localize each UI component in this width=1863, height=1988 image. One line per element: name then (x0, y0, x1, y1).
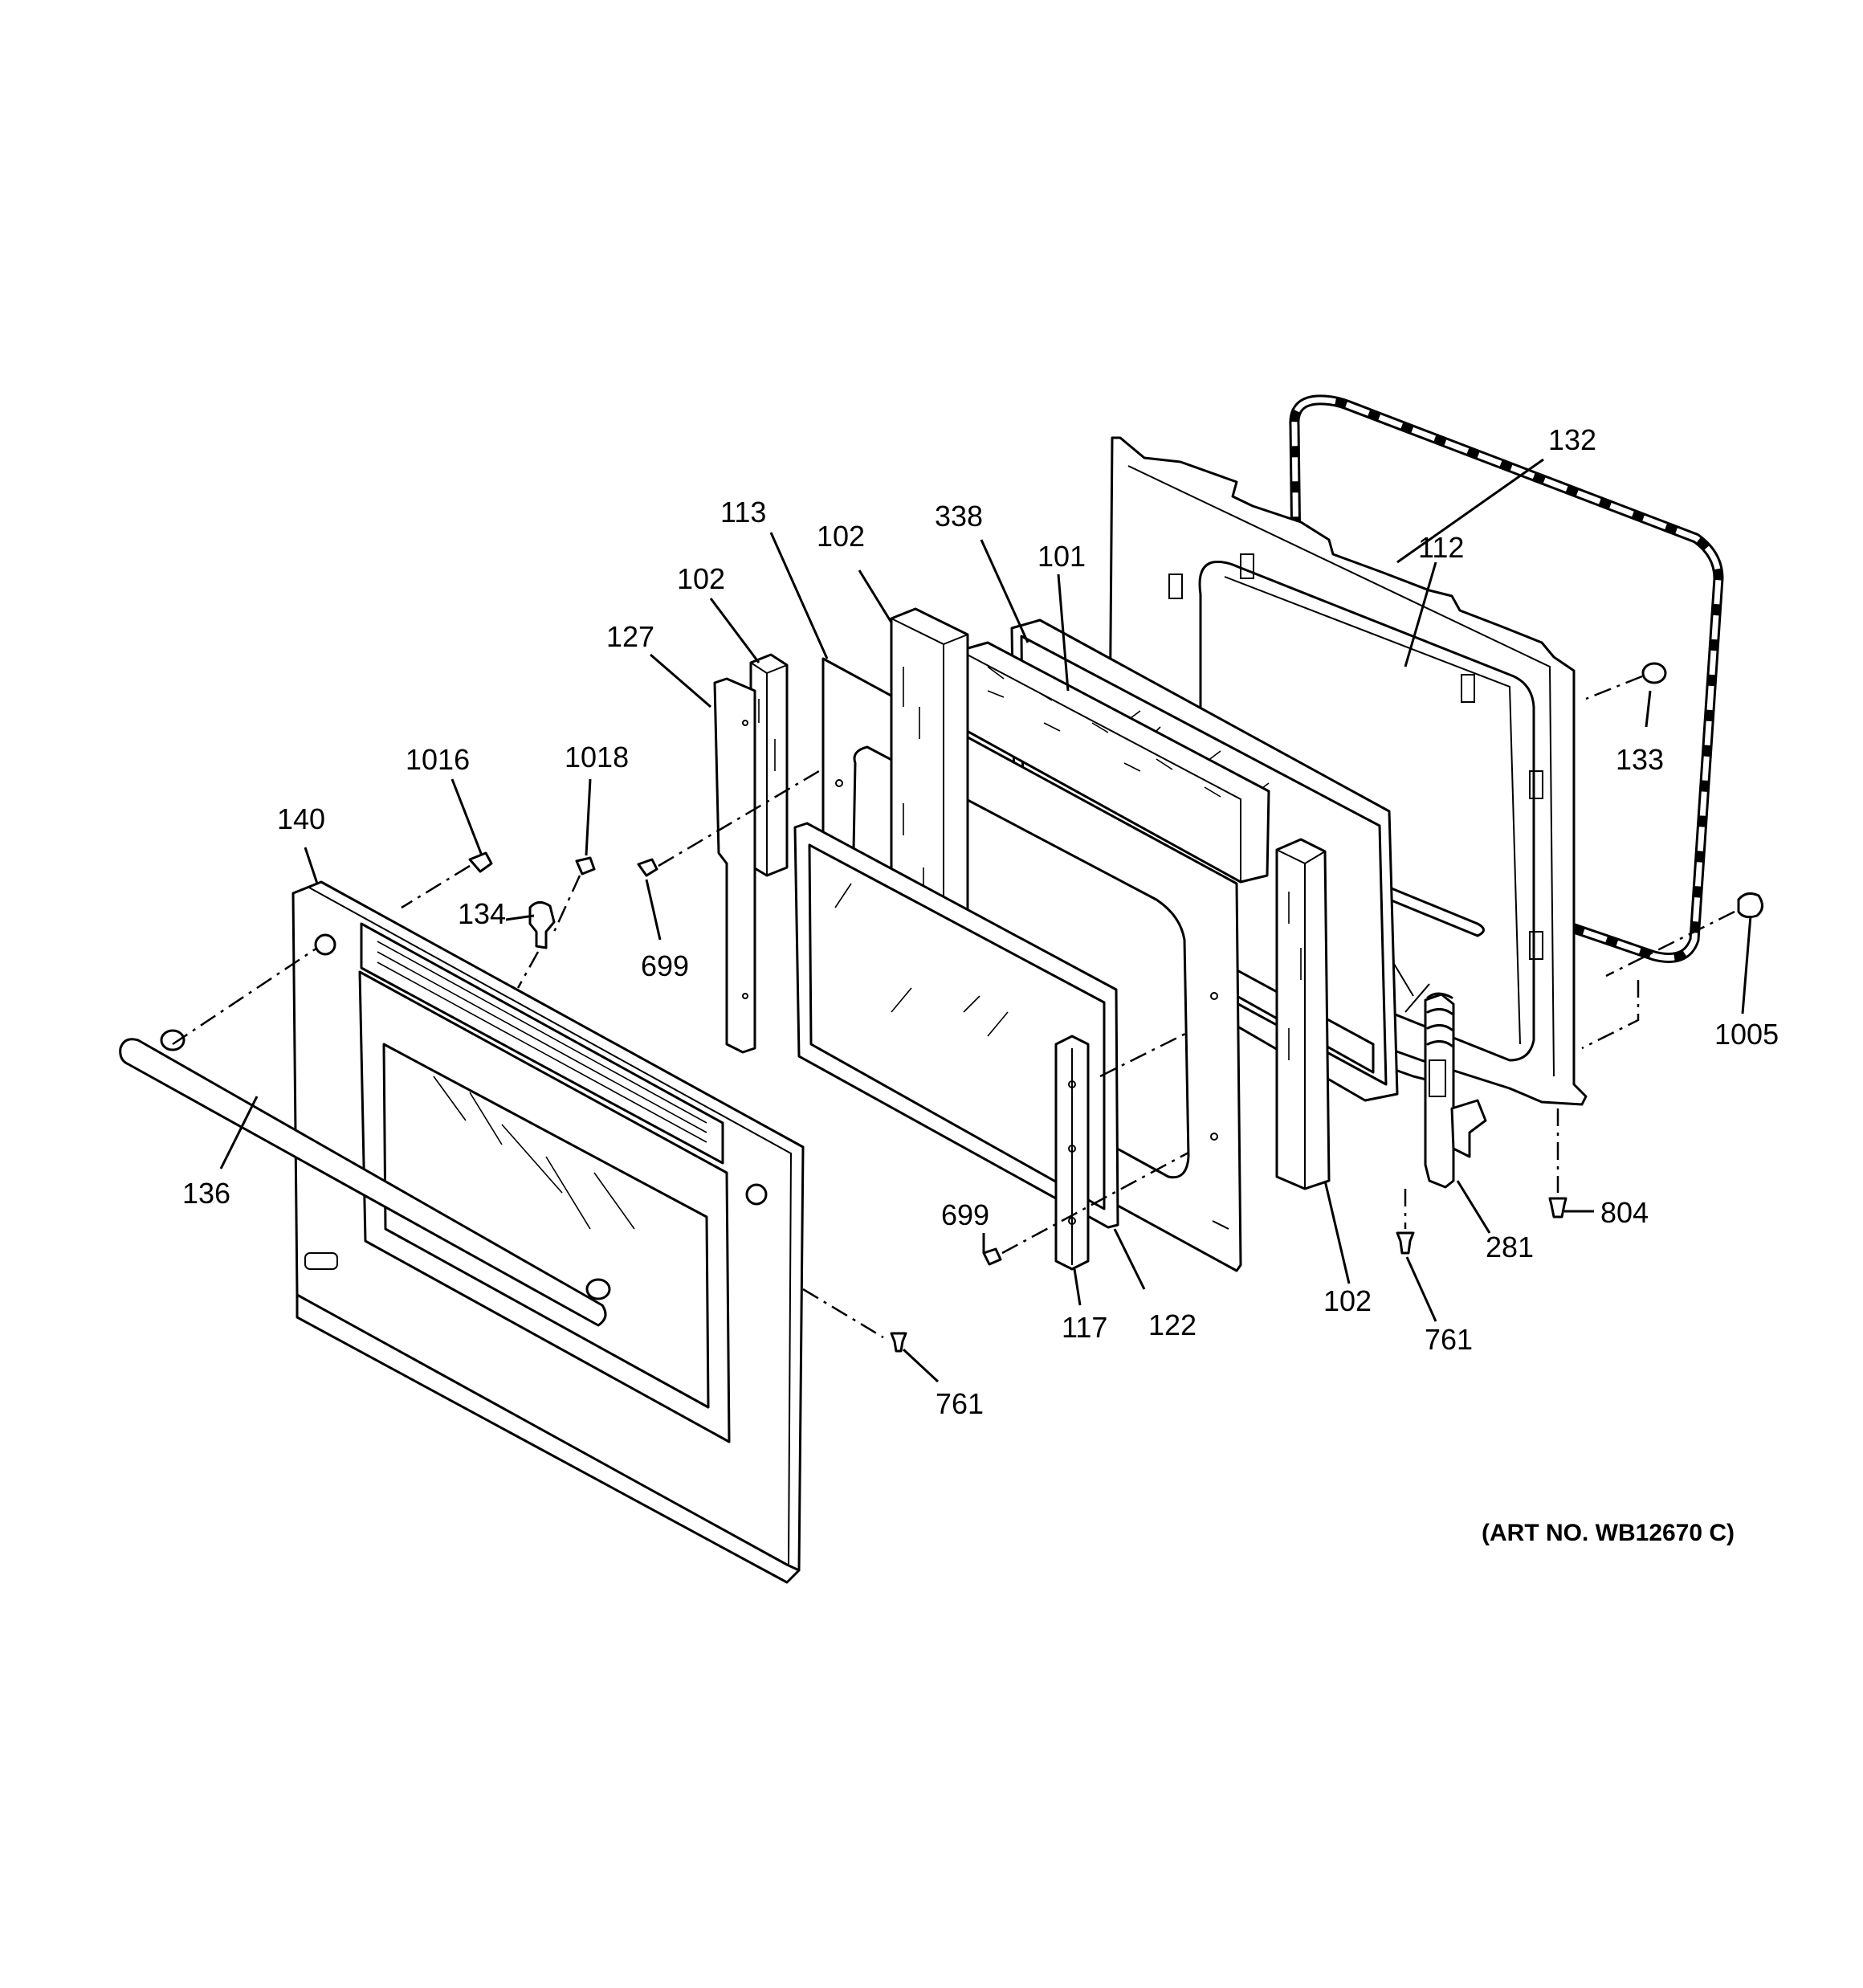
callout-804: 804 (1600, 1196, 1649, 1229)
bracket-part-134 (516, 901, 556, 989)
callout-134: 134 (458, 897, 506, 930)
hinge-channel-part-117 (1054, 1035, 1090, 1271)
insulation-block-part-102-bottom (1275, 838, 1331, 1190)
callout-127: 127 (606, 620, 654, 653)
hinge-part-281 (1424, 992, 1487, 1189)
glass-frame-part-122 (793, 822, 1119, 1229)
callout-labels: 132 112 338 101 113 102 102 127 133 1016… (182, 423, 1779, 1420)
door-handle-part-136 (119, 946, 884, 1339)
callout-102-top-center: 102 (817, 520, 865, 553)
screw-part-699-upper (637, 769, 820, 877)
callout-761-left: 761 (936, 1387, 984, 1420)
callout-132: 132 (1548, 423, 1596, 456)
art-number: (ART NO. WB12670 C) (1482, 1520, 1735, 1546)
callout-761-right: 761 (1425, 1323, 1473, 1356)
callout-1016: 1016 (406, 743, 470, 776)
side-trim-part-127 (713, 677, 756, 1054)
screw-part-761-left (890, 1332, 907, 1353)
callout-101: 101 (1037, 540, 1086, 573)
callout-102-top-left: 102 (677, 562, 725, 595)
callout-1018: 1018 (565, 741, 629, 774)
callout-133: 133 (1616, 743, 1664, 776)
callout-122: 122 (1148, 1308, 1196, 1341)
door-gasket-part-132 (1289, 394, 1724, 963)
callout-338: 338 (935, 500, 983, 533)
screw-part-1018 (552, 856, 596, 933)
grommet-part-133 (1585, 662, 1667, 700)
callout-281: 281 (1486, 1231, 1534, 1263)
callout-102-bottom: 102 (1323, 1284, 1372, 1317)
screw-part-761-right (1396, 1189, 1415, 1255)
callout-1005: 1005 (1714, 1018, 1779, 1051)
screw-part-1005 (1581, 892, 1763, 1050)
outer-door-panel-part-140 (291, 880, 805, 1584)
callout-699-upper: 699 (641, 949, 689, 982)
callout-117: 117 (1062, 1311, 1107, 1344)
callout-140: 140 (277, 802, 325, 835)
callout-136: 136 (182, 1177, 230, 1210)
callout-112: 112 (1418, 531, 1464, 564)
screw-part-804 (1548, 1108, 1567, 1219)
callout-leaders (219, 458, 1752, 1383)
screw-part-699-lower (982, 1031, 1189, 1266)
callout-113: 113 (720, 496, 766, 529)
callout-699-lower: 699 (941, 1198, 989, 1231)
insulation-block-part-102-left (749, 653, 789, 877)
